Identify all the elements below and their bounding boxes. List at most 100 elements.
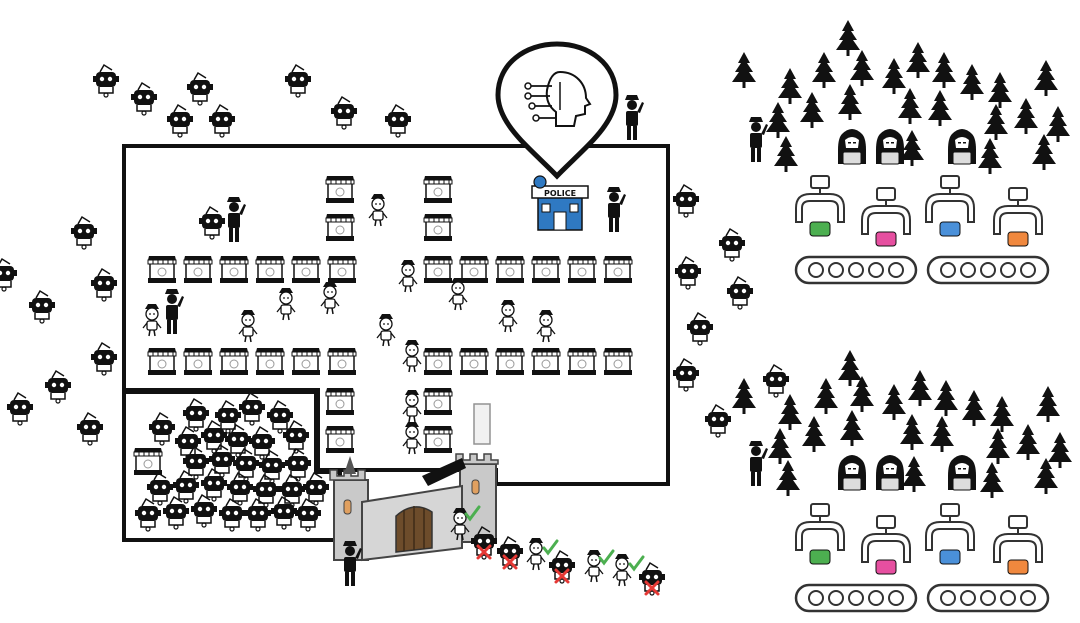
quarantined-robots (134, 392, 330, 532)
pine-tree-icon (812, 52, 836, 88)
robot-icon (182, 398, 210, 432)
person-icon (498, 299, 518, 333)
market-stall-icon (325, 425, 355, 454)
police-officer-icon (227, 197, 246, 242)
bot-farm-top (732, 20, 1070, 285)
robot-claw-icon (925, 175, 975, 223)
person-icon (238, 309, 258, 343)
market-stall-icon (423, 347, 453, 376)
robot-icon (130, 82, 158, 116)
robot-claw-icon (925, 503, 975, 551)
robot-claw-icon (795, 175, 845, 223)
external-robots (0, 64, 790, 446)
pine-tree-icon (932, 52, 956, 88)
bot-farm-bottom (732, 350, 1072, 613)
pine-tree-icon (850, 50, 874, 86)
pine-tree-icon (1034, 458, 1058, 494)
person-icon (376, 313, 396, 347)
pine-tree-icon (778, 394, 802, 430)
market-stall-icon (183, 255, 213, 284)
market-stall-icon (459, 255, 489, 284)
robot-icon (148, 412, 176, 446)
market-stall-icon (495, 347, 525, 376)
robot-icon (762, 364, 790, 398)
hooded-hacker-icon (837, 454, 867, 491)
robot-icon (90, 268, 118, 302)
market-stall-icon (183, 347, 213, 376)
robot-icon (252, 474, 280, 508)
police-officer-icon (625, 95, 644, 140)
pine-tree-icon (814, 378, 838, 414)
robot-icon (162, 496, 190, 530)
person-icon (536, 309, 556, 343)
conveyor-belt-icon (926, 255, 1050, 285)
market-stall-icon (495, 255, 525, 284)
pine-tree-icon (908, 370, 932, 406)
pine-tree-icon (732, 378, 756, 414)
ai-circuit-head-icon (524, 70, 592, 127)
pine-tree-icon (732, 52, 756, 88)
pine-tree-icon (930, 416, 954, 452)
market-stall-icon (325, 387, 355, 416)
pine-tree-icon (1032, 134, 1056, 170)
police-officer-icon (749, 117, 768, 162)
robot-icon (134, 498, 162, 532)
robot-claw-icon (861, 515, 911, 563)
pine-tree-icon (882, 384, 906, 420)
person-icon (584, 549, 604, 583)
robot-claw-icon (795, 503, 845, 551)
pine-tree-icon (840, 410, 864, 446)
robot-icon (182, 446, 210, 480)
robot-icon (70, 216, 98, 250)
market-stall-icon (459, 347, 489, 376)
market-stall-icon (531, 255, 561, 284)
pine-tree-icon (978, 138, 1002, 174)
pine-tree-icon (766, 102, 790, 138)
pine-tree-icon (960, 64, 984, 100)
market-stall-icon (423, 255, 453, 284)
robot-icon (718, 228, 746, 262)
police-officer-icon (165, 289, 184, 334)
pine-tree-icon (1014, 98, 1038, 134)
police-officer-icon (749, 441, 768, 486)
market-stall-icon (423, 213, 453, 242)
pine-tree-icon (882, 58, 906, 94)
market-stall-icon (291, 347, 321, 376)
robot-icon (674, 256, 702, 290)
pine-tree-icon (984, 104, 1008, 140)
colored-robots (809, 221, 1029, 247)
conveyor-belt-icon (794, 255, 918, 285)
market-stall-icon (327, 255, 357, 284)
market-stall-icon (567, 255, 597, 284)
market-stall-icon (423, 387, 453, 416)
person-icon (612, 553, 632, 587)
pine-tree-icon (906, 42, 930, 78)
pine-tree-icon (802, 416, 826, 452)
robot-icon (146, 472, 174, 506)
pine-tree-icon (1048, 432, 1072, 468)
market-stall-icon (327, 347, 357, 376)
person-icon (526, 537, 546, 571)
robot-icon (686, 312, 714, 346)
robot-claw-icon (861, 187, 911, 235)
market-stall-icon (531, 347, 561, 376)
pine-tree-icon (1016, 424, 1040, 460)
robot-icon (218, 498, 246, 532)
castle-gate-icon (329, 403, 499, 562)
person-icon (276, 287, 296, 321)
person-icon (368, 193, 388, 227)
hooded-hacker-icon (837, 128, 867, 165)
robot-icon (238, 392, 266, 426)
market-stall-icon (325, 213, 355, 242)
pine-tree-icon (934, 380, 958, 416)
robot-icon (278, 474, 306, 508)
pine-tree-icon (902, 456, 926, 492)
robot-icon (200, 420, 228, 454)
market-stall-icon (255, 255, 285, 284)
robot-icon (672, 358, 700, 392)
person-icon (320, 281, 340, 315)
robot-icon (190, 494, 218, 528)
pine-tree-icon (986, 428, 1010, 464)
market-stall-icon (567, 347, 597, 376)
